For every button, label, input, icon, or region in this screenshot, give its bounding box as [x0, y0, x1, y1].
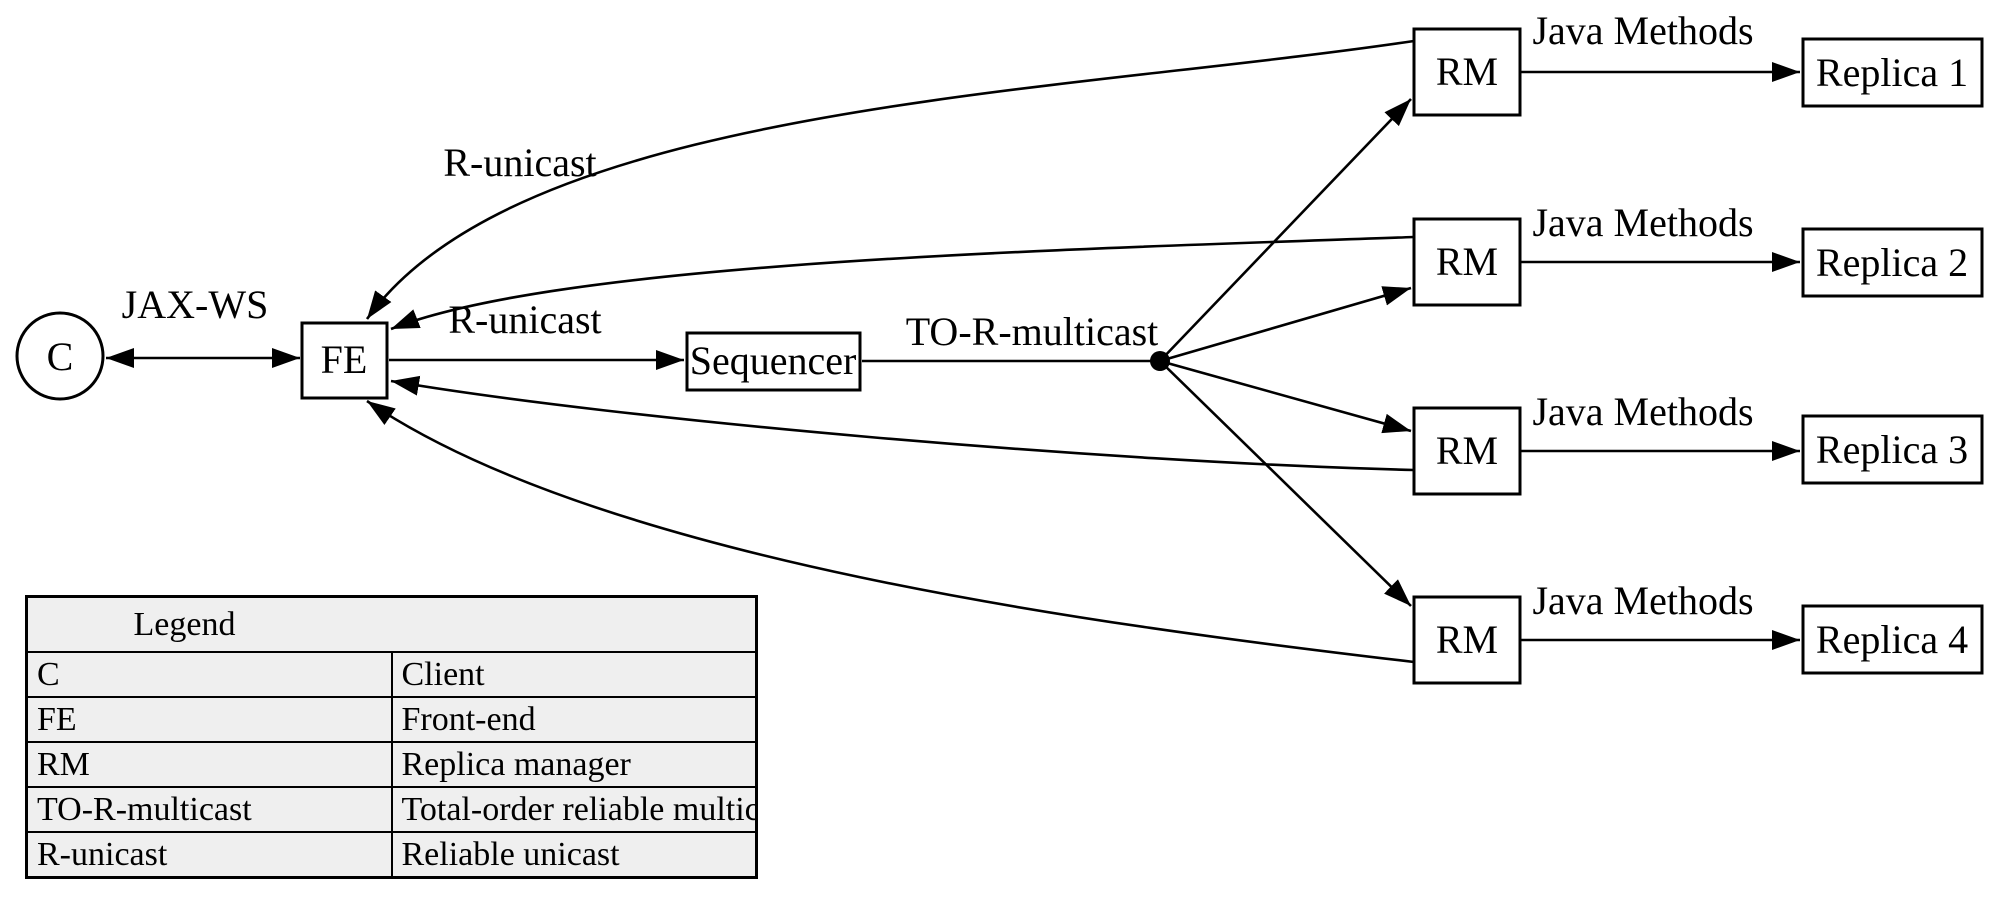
rm1-node [1412, 27, 1522, 117]
fanout-dot-rm2 [1159, 286, 1412, 363]
fanout-dot-rm3 [1159, 359, 1412, 434]
legend-row-to-r-multicast: TO-R-multicast Total-order reliable mult… [25, 786, 758, 833]
java-methods-label-1: Java Methods [1532, 8, 1753, 53]
rm4-node [1412, 595, 1522, 685]
r-unicast-top-label: R-unicast [443, 140, 596, 185]
client-label: C [47, 334, 74, 379]
legend-row-r-unicast: R-unicast Reliable unicast [25, 831, 758, 879]
legend-table: Legend C Client FE Front-end RM Replica … [25, 595, 758, 879]
legend-row-fe: FE Front-end [25, 696, 758, 743]
replica4-node [1801, 604, 1984, 675]
client-node [15, 311, 105, 401]
legend-definition: Total-order reliable multicast [390, 786, 758, 833]
fanout-dot-rm1 [1159, 98, 1412, 362]
reply-curve-rm3-to-fe [390, 375, 1415, 472]
replica2-label: Replica 2 [1816, 240, 1968, 285]
rm3-label: RM [1436, 428, 1498, 473]
java-methods-label-4: Java Methods [1532, 578, 1753, 623]
legend-definition: Reliable unicast [390, 831, 758, 879]
front-end-node [300, 321, 389, 400]
rm2-node [1412, 217, 1522, 307]
legend-definition: Replica manager [390, 741, 758, 788]
legend-term: R-unicast [25, 831, 393, 879]
java-methods-label-3: Java Methods [1532, 389, 1753, 434]
java-methods-label-2: Java Methods [1532, 200, 1753, 245]
jax-ws-label: JAX-WS [122, 282, 269, 327]
multicast-dot [1150, 351, 1170, 371]
legend-definition: Client [390, 651, 758, 698]
sequencer-label: Sequencer [690, 338, 857, 383]
fanout-dot-rm4 [1159, 360, 1412, 607]
legend-term: TO-R-multicast [25, 786, 393, 833]
legend-term: FE [25, 696, 393, 743]
legend-title: Legend [133, 605, 236, 643]
sequencer-node [685, 331, 862, 392]
replica3-node [1801, 414, 1984, 485]
rm3-node [1412, 406, 1522, 496]
legend-term: RM [25, 741, 393, 788]
reply-curve-rm2-to-fe [390, 235, 1415, 331]
legend-term: C [25, 651, 393, 698]
rm1-label: RM [1436, 49, 1498, 94]
legend-header-cell: Legend [25, 595, 758, 653]
legend-row-rm: RM Replica manager [25, 741, 758, 788]
rm4-label: RM [1436, 617, 1498, 662]
replica4-label: Replica 4 [1816, 617, 1968, 662]
legend-row-c: C Client [25, 651, 758, 698]
replica3-label: Replica 3 [1816, 427, 1968, 472]
rm2-label: RM [1436, 239, 1498, 284]
front-end-label: FE [321, 337, 368, 382]
replica2-node [1801, 227, 1984, 298]
to-r-multicast-label: TO-R-multicast [906, 309, 1159, 354]
reply-curve-rm1-to-fe [365, 39, 1415, 320]
legend-definition: Front-end [390, 696, 758, 743]
replica1-label: Replica 1 [1816, 50, 1968, 95]
reply-curve-rm4-to-fe [366, 399, 1415, 664]
replica1-node [1801, 37, 1984, 108]
legend-header-row: Legend [25, 595, 758, 653]
r-unicast-mid-label: R-unicast [448, 297, 601, 342]
